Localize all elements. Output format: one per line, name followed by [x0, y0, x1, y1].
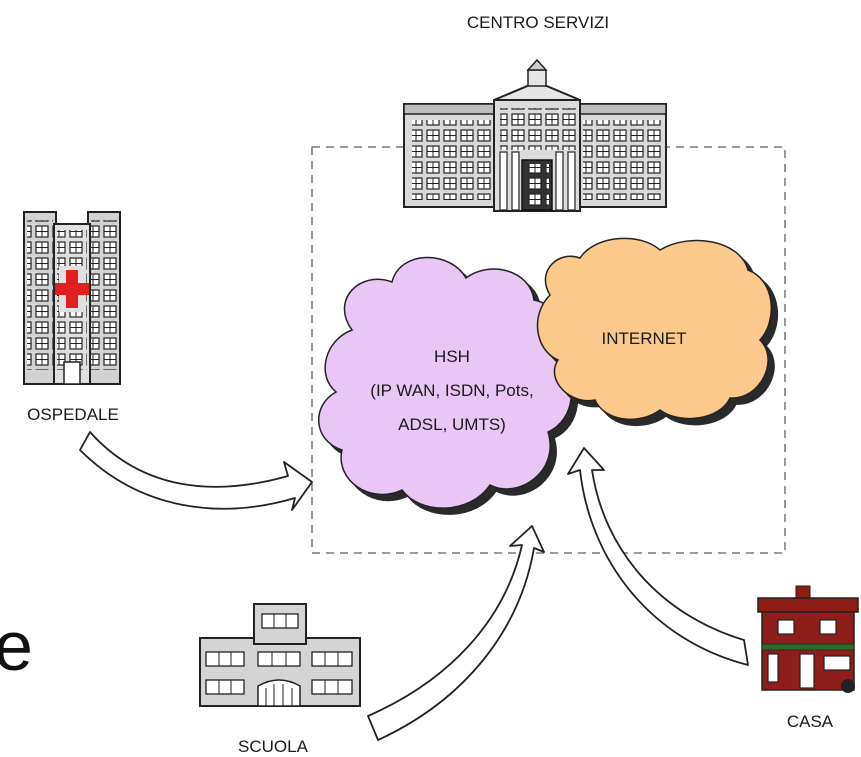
ospedale-label: OSPEDALE	[27, 405, 119, 424]
internet-cloud	[536, 237, 773, 421]
casa-label: CASA	[787, 712, 834, 731]
arrow-ospedale-to-hsh	[79, 431, 313, 511]
hsh-title: HSH	[434, 347, 470, 366]
arrow-scuola-to-hsh	[367, 525, 545, 741]
hsh-line-3: ADSL, UMTS)	[398, 415, 506, 434]
hsh-cloud	[318, 256, 573, 509]
partial-letter-fragment: e	[0, 607, 33, 685]
internet-label: INTERNET	[602, 329, 687, 348]
casa-house	[757, 585, 859, 693]
scuola-label: SCUOLA	[238, 737, 309, 756]
service-boundary	[311, 146, 786, 554]
centro-servizi-building	[403, 58, 667, 212]
arrow-casa-to-internet	[567, 447, 749, 666]
centro-servizi-label: CENTRO SERVIZI	[467, 13, 609, 32]
hsh-line-2: (IP WAN, ISDN, Pots,	[370, 381, 533, 400]
ospedale-building	[23, 211, 121, 385]
scuola-building	[199, 603, 361, 707]
